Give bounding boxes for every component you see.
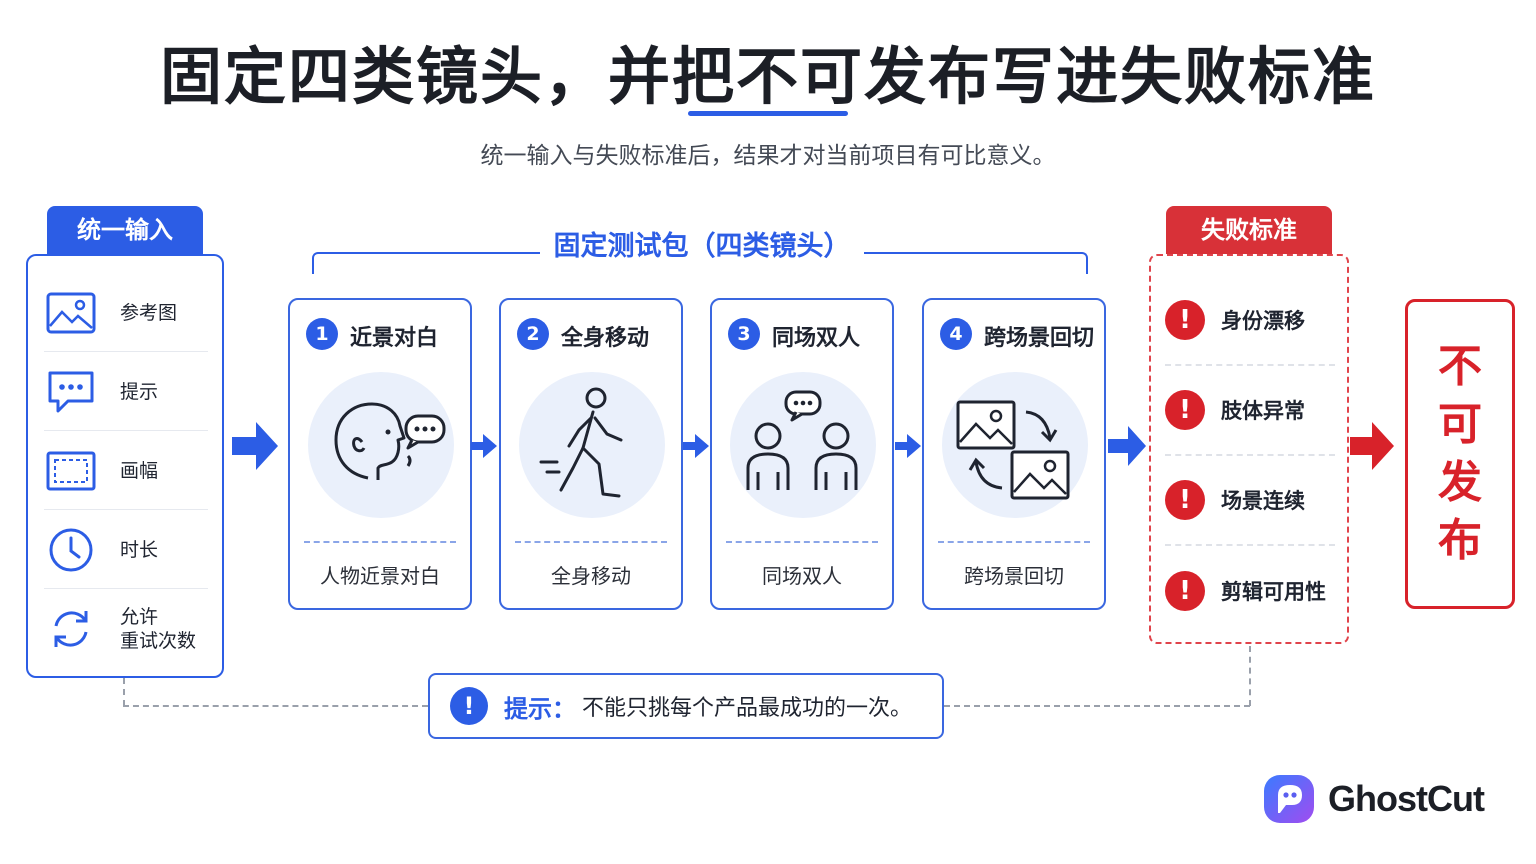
hint-text: 不能只挑每个产品最成功的一次。 xyxy=(582,696,913,721)
flow-arrow-icon xyxy=(1108,426,1146,466)
alert-icon: ! xyxy=(1165,390,1205,430)
shot-card-full-body-motion: 2 全身移动 全身移动 xyxy=(499,298,683,610)
walking-person-icon xyxy=(519,372,665,518)
card-divider xyxy=(726,541,878,543)
hint-connector xyxy=(123,678,125,706)
input-item-retry: 允许 重试次数 xyxy=(44,590,208,668)
flow-arrow-red-icon xyxy=(1350,422,1394,470)
step-number: 4 xyxy=(940,318,972,350)
card-caption: 跨场景回切 xyxy=(964,564,1064,588)
verdict-char: 发 xyxy=(1438,457,1482,508)
ghostcut-logo: GhostCut xyxy=(1262,770,1522,828)
card-divider xyxy=(515,541,667,543)
flow-arrow-icon xyxy=(232,422,278,470)
card-title: 跨场景回切 xyxy=(984,326,1095,351)
input-item-label: 时长 xyxy=(120,538,159,561)
title-underline xyxy=(688,111,848,116)
input-item-label: 允许 重试次数 xyxy=(120,606,197,652)
shot-card-close-dialogue: 1 近景对白 人物近景对白 xyxy=(288,298,472,610)
page-subtitle: 统一输入与失败标准后，结果才对当前项目有可比意义。 xyxy=(480,143,1056,169)
info-alert-icon: ! xyxy=(450,687,488,725)
page-title: 固定四类镜头，并把不可发布写进失败标准 xyxy=(159,40,1376,113)
hint-label: 提示： xyxy=(504,694,576,723)
card-divider xyxy=(304,541,456,543)
shot-card-two-people: 3 同场双人 同场双人 xyxy=(710,298,894,610)
flow-arrow-icon xyxy=(683,434,709,458)
alert-icon: ! xyxy=(1165,300,1205,340)
input-item-duration: 时长 xyxy=(44,511,208,589)
hint-connector xyxy=(123,705,428,707)
fail-item-label: 肢体异常 xyxy=(1221,399,1305,423)
card-divider xyxy=(938,541,1090,543)
step-number: 2 xyxy=(517,318,549,350)
alert-icon: ! xyxy=(1165,571,1205,611)
hint-connector xyxy=(944,705,1250,707)
fail-item-edit-usability: ! 剪辑可用性 xyxy=(1165,546,1335,636)
fail-item-limb-anomaly: ! 肢体异常 xyxy=(1165,366,1335,456)
card-caption: 同场双人 xyxy=(762,564,842,588)
input-panel: 参考图 提示 画幅 时长 允许 重试次数 xyxy=(26,254,224,678)
flow-arrow-icon xyxy=(471,434,497,458)
hint-box: ! 提示： 不能只挑每个产品最成功的一次。 xyxy=(428,673,944,739)
ghost-logo-icon xyxy=(1264,775,1314,823)
verdict-char: 可 xyxy=(1438,399,1482,450)
hint-connector xyxy=(1249,646,1251,706)
shot-card-scene-switch: 4 跨场景回切 跨场景回切 xyxy=(922,298,1106,610)
fail-panel: ! 身份漂移 ! 肢体异常 ! 场景连续 ! 剪辑可用性 xyxy=(1149,254,1349,644)
input-item-frame: 画幅 xyxy=(44,432,208,510)
fail-item-label: 场景连续 xyxy=(1221,489,1305,513)
image-icon xyxy=(44,288,98,338)
fail-panel-tag: 失败标准 xyxy=(1166,206,1332,254)
step-number: 3 xyxy=(728,318,760,350)
scene-switch-icon xyxy=(942,372,1088,518)
fail-item-label: 剪辑可用性 xyxy=(1221,580,1326,604)
fail-item-scene-continuity: ! 场景连续 xyxy=(1165,456,1335,546)
step-number: 1 xyxy=(306,318,338,350)
fail-item-identity-drift: ! 身份漂移 xyxy=(1165,276,1335,366)
verdict-not-publishable: 不 可 发 布 xyxy=(1405,299,1515,609)
card-title: 全身移动 xyxy=(561,326,650,351)
card-title: 同场双人 xyxy=(772,326,861,351)
verdict-char: 不 xyxy=(1438,341,1482,392)
input-item-label: 提示 xyxy=(120,380,159,403)
input-item-label: 参考图 xyxy=(120,301,178,324)
logo-text: GhostCut xyxy=(1328,778,1485,819)
card-title: 近景对白 xyxy=(350,326,439,351)
refresh-icon xyxy=(44,604,98,654)
clock-icon xyxy=(44,525,98,575)
test-pack-title: 固定测试包（四类镜头） xyxy=(540,224,864,263)
flow-arrow-icon xyxy=(895,434,921,458)
input-item-reference-image: 参考图 xyxy=(44,274,208,352)
fail-item-label: 身份漂移 xyxy=(1221,309,1305,333)
card-caption: 人物近景对白 xyxy=(320,564,440,588)
face-speaking-icon xyxy=(308,372,454,518)
verdict-char: 布 xyxy=(1438,515,1482,566)
card-caption: 全身移动 xyxy=(551,564,631,588)
input-item-label: 画幅 xyxy=(120,459,159,482)
two-people-icon xyxy=(730,372,876,518)
chat-bubble-icon xyxy=(44,367,98,417)
frame-icon xyxy=(44,446,98,496)
input-panel-tag: 统一输入 xyxy=(47,206,203,254)
alert-icon: ! xyxy=(1165,480,1205,520)
input-item-prompt: 提示 xyxy=(44,353,208,431)
